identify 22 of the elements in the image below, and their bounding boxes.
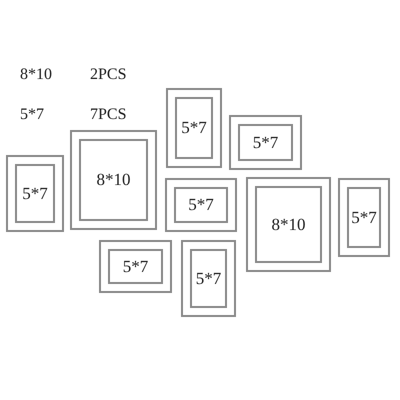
piece-count-label: 2PCS (90, 66, 126, 84)
frame-size-label: 5*7 (181, 118, 207, 138)
piece-count-label: 7PCS (90, 106, 126, 124)
frame-size-label: 5*7 (196, 268, 222, 288)
frame-size-label: 5*7 (22, 184, 48, 204)
size-label: 8*10 (20, 66, 52, 84)
photo-frame (165, 178, 237, 232)
photo-frame (99, 240, 172, 293)
frame-size-label: 5*7 (122, 256, 148, 276)
frame-size-label: 5*7 (252, 132, 278, 152)
photo-frame (338, 178, 390, 257)
frame-size-label: 5*7 (351, 208, 377, 228)
frame-size-label: 8*10 (96, 170, 130, 190)
size-label: 5*7 (20, 106, 44, 124)
photo-frame (246, 177, 331, 272)
frame-size-label: 8*10 (272, 214, 306, 234)
photo-frame (181, 240, 236, 317)
photo-frame (6, 155, 64, 232)
photo-frame (229, 115, 302, 170)
photo-frame (166, 88, 222, 168)
photo-frame (70, 130, 157, 230)
frame-size-label: 5*7 (188, 195, 214, 215)
